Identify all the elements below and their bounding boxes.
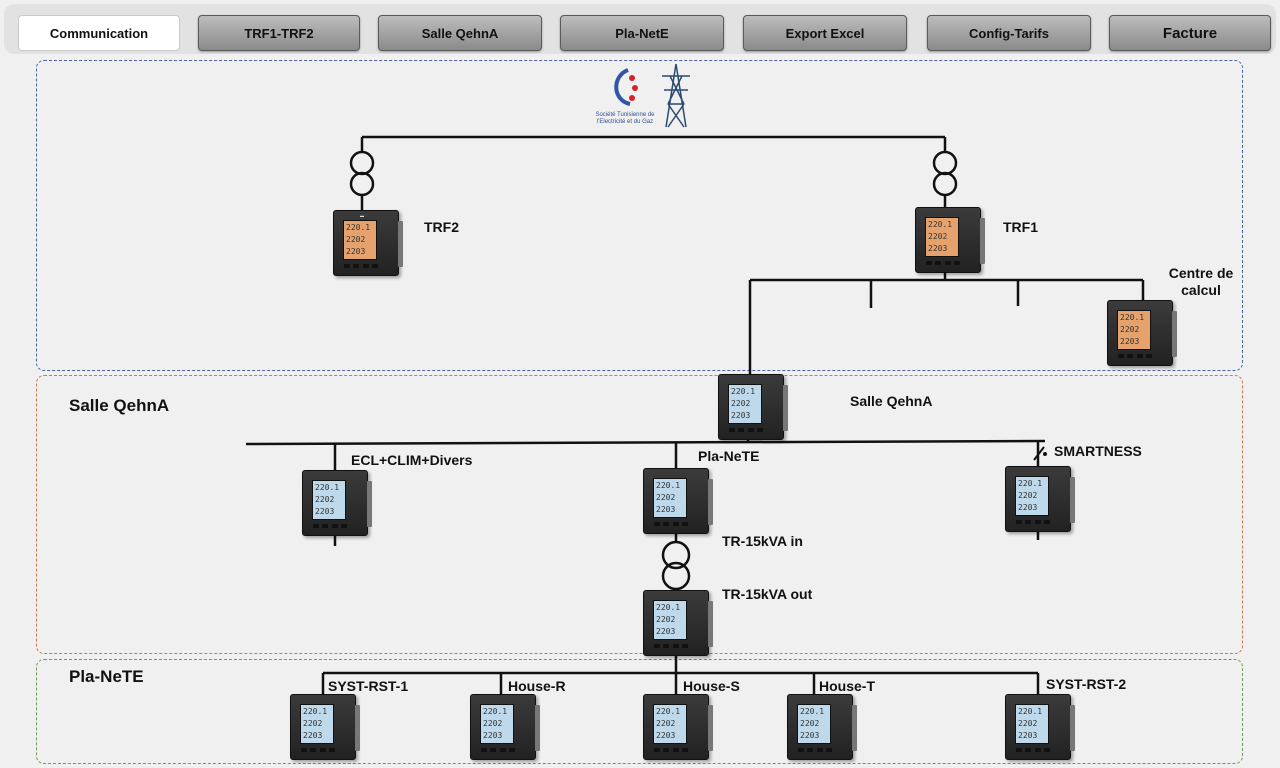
tab-salle-qehna[interactable]: Salle QehnA: [378, 15, 542, 51]
pylon-icon: [662, 63, 690, 128]
smartness-switch: [1033, 446, 1045, 461]
meter-buttons: [926, 261, 960, 266]
salle-bus: [245, 439, 1046, 446]
meter-buttons: [1016, 520, 1050, 525]
label-smartness: SMARTNESS: [1054, 443, 1142, 459]
label-house-r: House-R: [508, 678, 566, 694]
zone-grid-supply: [36, 60, 1243, 371]
tab-config-tarifs[interactable]: Config-Tarifs: [927, 15, 1091, 51]
trf1-transformer-icon: [932, 150, 958, 176]
label-house-s: House-S: [683, 678, 740, 694]
steg-logo-icon: [614, 68, 638, 106]
label-salle-qehna: Salle QehnA: [850, 393, 933, 409]
zone-pla-nete: [36, 659, 1243, 764]
label-centre-calcul: Centre de calcul: [1168, 265, 1234, 298]
label-pla-nete: Pla-NeTE: [698, 448, 760, 464]
label-tr-15kva-out: TR-15kVA out: [722, 586, 813, 602]
zone-title-pla-nete: Pla-NeTE: [69, 667, 144, 686]
trf2-transformer-icon: [349, 150, 375, 176]
tab-pla-nete[interactable]: Pla-NetE: [560, 15, 724, 51]
label-ecl-clim-divers: ECL+CLIM+Divers: [351, 452, 473, 468]
meter-brand: ▬: [360, 213, 364, 218]
zone-title-salle-qehna: Salle QehnA: [69, 396, 170, 415]
meter-buttons: [344, 264, 378, 269]
company-logo-text: Société Tunisienne de l'Electricité et d…: [595, 112, 655, 125]
label-house-t: House-T: [819, 678, 875, 694]
meter-buttons: [729, 428, 763, 433]
tab-trf1-trf2[interactable]: TRF1-TRF2: [198, 15, 360, 51]
tr-15kva-transformer-icon: [661, 540, 691, 570]
tab-bar: Communication TRF1-TRF2 Salle QehnA Pla-…: [4, 4, 1276, 54]
tab-facture[interactable]: Facture: [1109, 15, 1271, 51]
label-trf1: TRF1: [1003, 219, 1038, 235]
meter-buttons: [654, 644, 688, 649]
meter-buttons: [1016, 748, 1050, 753]
meter-buttons: [798, 748, 832, 753]
meter-buttons: [1118, 354, 1152, 359]
meter-buttons: [654, 522, 688, 527]
meter-buttons: [654, 748, 688, 753]
meter-buttons: [313, 524, 347, 529]
label-trf2: TRF2: [424, 219, 459, 235]
meter-buttons: [481, 748, 515, 753]
label-syst-rst-2: SYST-RST-2: [1046, 676, 1127, 692]
label-syst-rst-1: SYST-RST-1: [328, 678, 409, 694]
zone-salle-qehna: [36, 375, 1243, 654]
tab-export-excel[interactable]: Export Excel: [743, 15, 907, 51]
label-tr-15kva-in: TR-15kVA in: [722, 533, 803, 549]
meter-buttons: [301, 748, 335, 753]
tab-communication[interactable]: Communication: [18, 15, 180, 51]
